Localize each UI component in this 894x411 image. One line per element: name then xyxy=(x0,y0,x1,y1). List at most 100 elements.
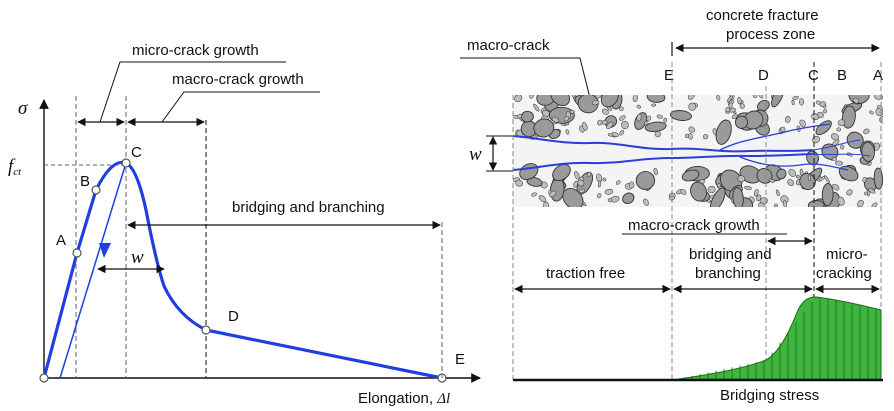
bridging-stress-hatch xyxy=(675,297,877,380)
zone-label-e: E xyxy=(664,67,674,84)
macro-crack-growth-label: macro-crack growth xyxy=(172,71,304,88)
aggregate-particle xyxy=(615,180,621,185)
aggregate-particle xyxy=(563,116,570,122)
aggregate-particle xyxy=(636,104,641,109)
aggregate-particle xyxy=(831,157,838,161)
aggregate-particle xyxy=(780,195,789,204)
aggregate-particle xyxy=(753,189,759,197)
fpz-label-line1: concrete fracture xyxy=(706,7,819,24)
crack-lower xyxy=(512,153,813,171)
aggregate-particle xyxy=(702,134,709,140)
aggregate-particle xyxy=(552,163,571,182)
traction-free-label: traction free xyxy=(546,265,625,282)
aggregate-particle xyxy=(799,119,806,128)
aggregate-particle xyxy=(646,115,652,122)
aggregate-particle xyxy=(837,119,846,127)
label-a: A xyxy=(56,232,66,249)
aggregate-particle xyxy=(635,171,656,190)
aggregate-particle xyxy=(726,95,733,103)
y-axis-symbol: σ xyxy=(18,98,28,119)
aggregate-particle xyxy=(799,98,804,106)
unloading-arrowhead xyxy=(99,243,111,258)
aggregate-particle xyxy=(807,174,811,182)
aggregate-particle xyxy=(731,114,738,119)
aggregate-particle xyxy=(690,181,708,202)
aggregate-particle xyxy=(837,196,845,206)
bridging-line1: bridging and xyxy=(689,246,772,263)
bridging-stress-fill xyxy=(671,296,882,381)
aggregate-particle xyxy=(514,95,523,103)
stress-elongation-chart: σ fct A B C D E micro-crack growth xyxy=(8,42,481,407)
aggregate-particle xyxy=(604,188,614,195)
aggregate-particle xyxy=(611,132,619,137)
stress-curve xyxy=(42,160,443,380)
macro-crack-label: macro-crack xyxy=(467,37,550,54)
aggregate-particle xyxy=(688,126,695,133)
aggregate-particle xyxy=(533,103,540,112)
label-d: D xyxy=(228,308,239,325)
aggregate-particle xyxy=(606,121,614,130)
point-d xyxy=(201,325,211,335)
aggregate-particle xyxy=(717,183,721,188)
aggregate-particle xyxy=(879,115,883,124)
aggregate-particle xyxy=(571,95,577,98)
aggregate-particle xyxy=(841,105,856,129)
aggregate-particle xyxy=(529,95,535,99)
aggregate-particle xyxy=(782,200,788,207)
aggregate-particle xyxy=(536,95,557,106)
bridging-line2: branching xyxy=(695,265,761,282)
aggregate-particle xyxy=(836,127,842,132)
aggregate-particle xyxy=(819,176,825,182)
aggregate-particle xyxy=(619,129,625,136)
aggregate-particle xyxy=(656,114,663,119)
x-axis-label: Elongation, Δl xyxy=(358,390,450,407)
aggregate-particle xyxy=(622,192,635,205)
aggregate-particle xyxy=(768,178,775,183)
aggregate-particle xyxy=(838,165,859,182)
aggregate-particle xyxy=(737,96,742,105)
bridging-branching-label: bridging and branching xyxy=(232,199,385,216)
aggregate-particle xyxy=(864,191,868,196)
aggregate-particle xyxy=(569,110,575,114)
aggregate-particle xyxy=(821,183,834,207)
aggregate-particle xyxy=(651,103,657,107)
aggregate-particle xyxy=(771,95,785,108)
aggregate-particle xyxy=(636,113,642,122)
aggregate-particle xyxy=(591,100,600,106)
aggregate-particle xyxy=(530,192,538,197)
aggregate-particle xyxy=(871,202,878,207)
unloading-line xyxy=(59,162,127,379)
aggregate-particle xyxy=(732,187,744,207)
micro-line1: micro- xyxy=(826,246,868,263)
aggregate-particle xyxy=(680,189,687,195)
crack-branch-3 xyxy=(811,139,861,151)
aggregate-particle xyxy=(644,121,667,132)
crack-branch-2 xyxy=(739,156,849,171)
point-b xyxy=(91,185,101,195)
aggregate-particle xyxy=(807,200,825,207)
bridging-stress-label: Bridging stress xyxy=(720,387,819,404)
aggregate-particle xyxy=(752,95,758,99)
point-c xyxy=(121,158,131,168)
aggregate-particle xyxy=(709,187,726,207)
aggregate-particle xyxy=(863,128,870,135)
aggregate-particle xyxy=(853,97,860,104)
aggregate-particle xyxy=(619,106,624,112)
aggregate-particle xyxy=(601,119,608,125)
aggregate-particle xyxy=(744,185,752,190)
aggregate-particle xyxy=(787,179,795,186)
aggregate-particle xyxy=(788,169,797,177)
aggregate-particle xyxy=(597,119,603,126)
aggregate-particle xyxy=(542,109,550,117)
w-label-right: w xyxy=(469,144,482,165)
aggregate-particle xyxy=(822,109,828,114)
aggregate-particle xyxy=(684,133,690,139)
aggregate-particle xyxy=(597,180,602,188)
aggregate-particle xyxy=(832,139,840,146)
aggregates xyxy=(513,95,883,207)
aggregate-particle xyxy=(785,115,791,123)
zone-label-a: A xyxy=(873,67,883,84)
aggregate-particle xyxy=(840,144,845,150)
aggregate-particle xyxy=(776,168,787,180)
